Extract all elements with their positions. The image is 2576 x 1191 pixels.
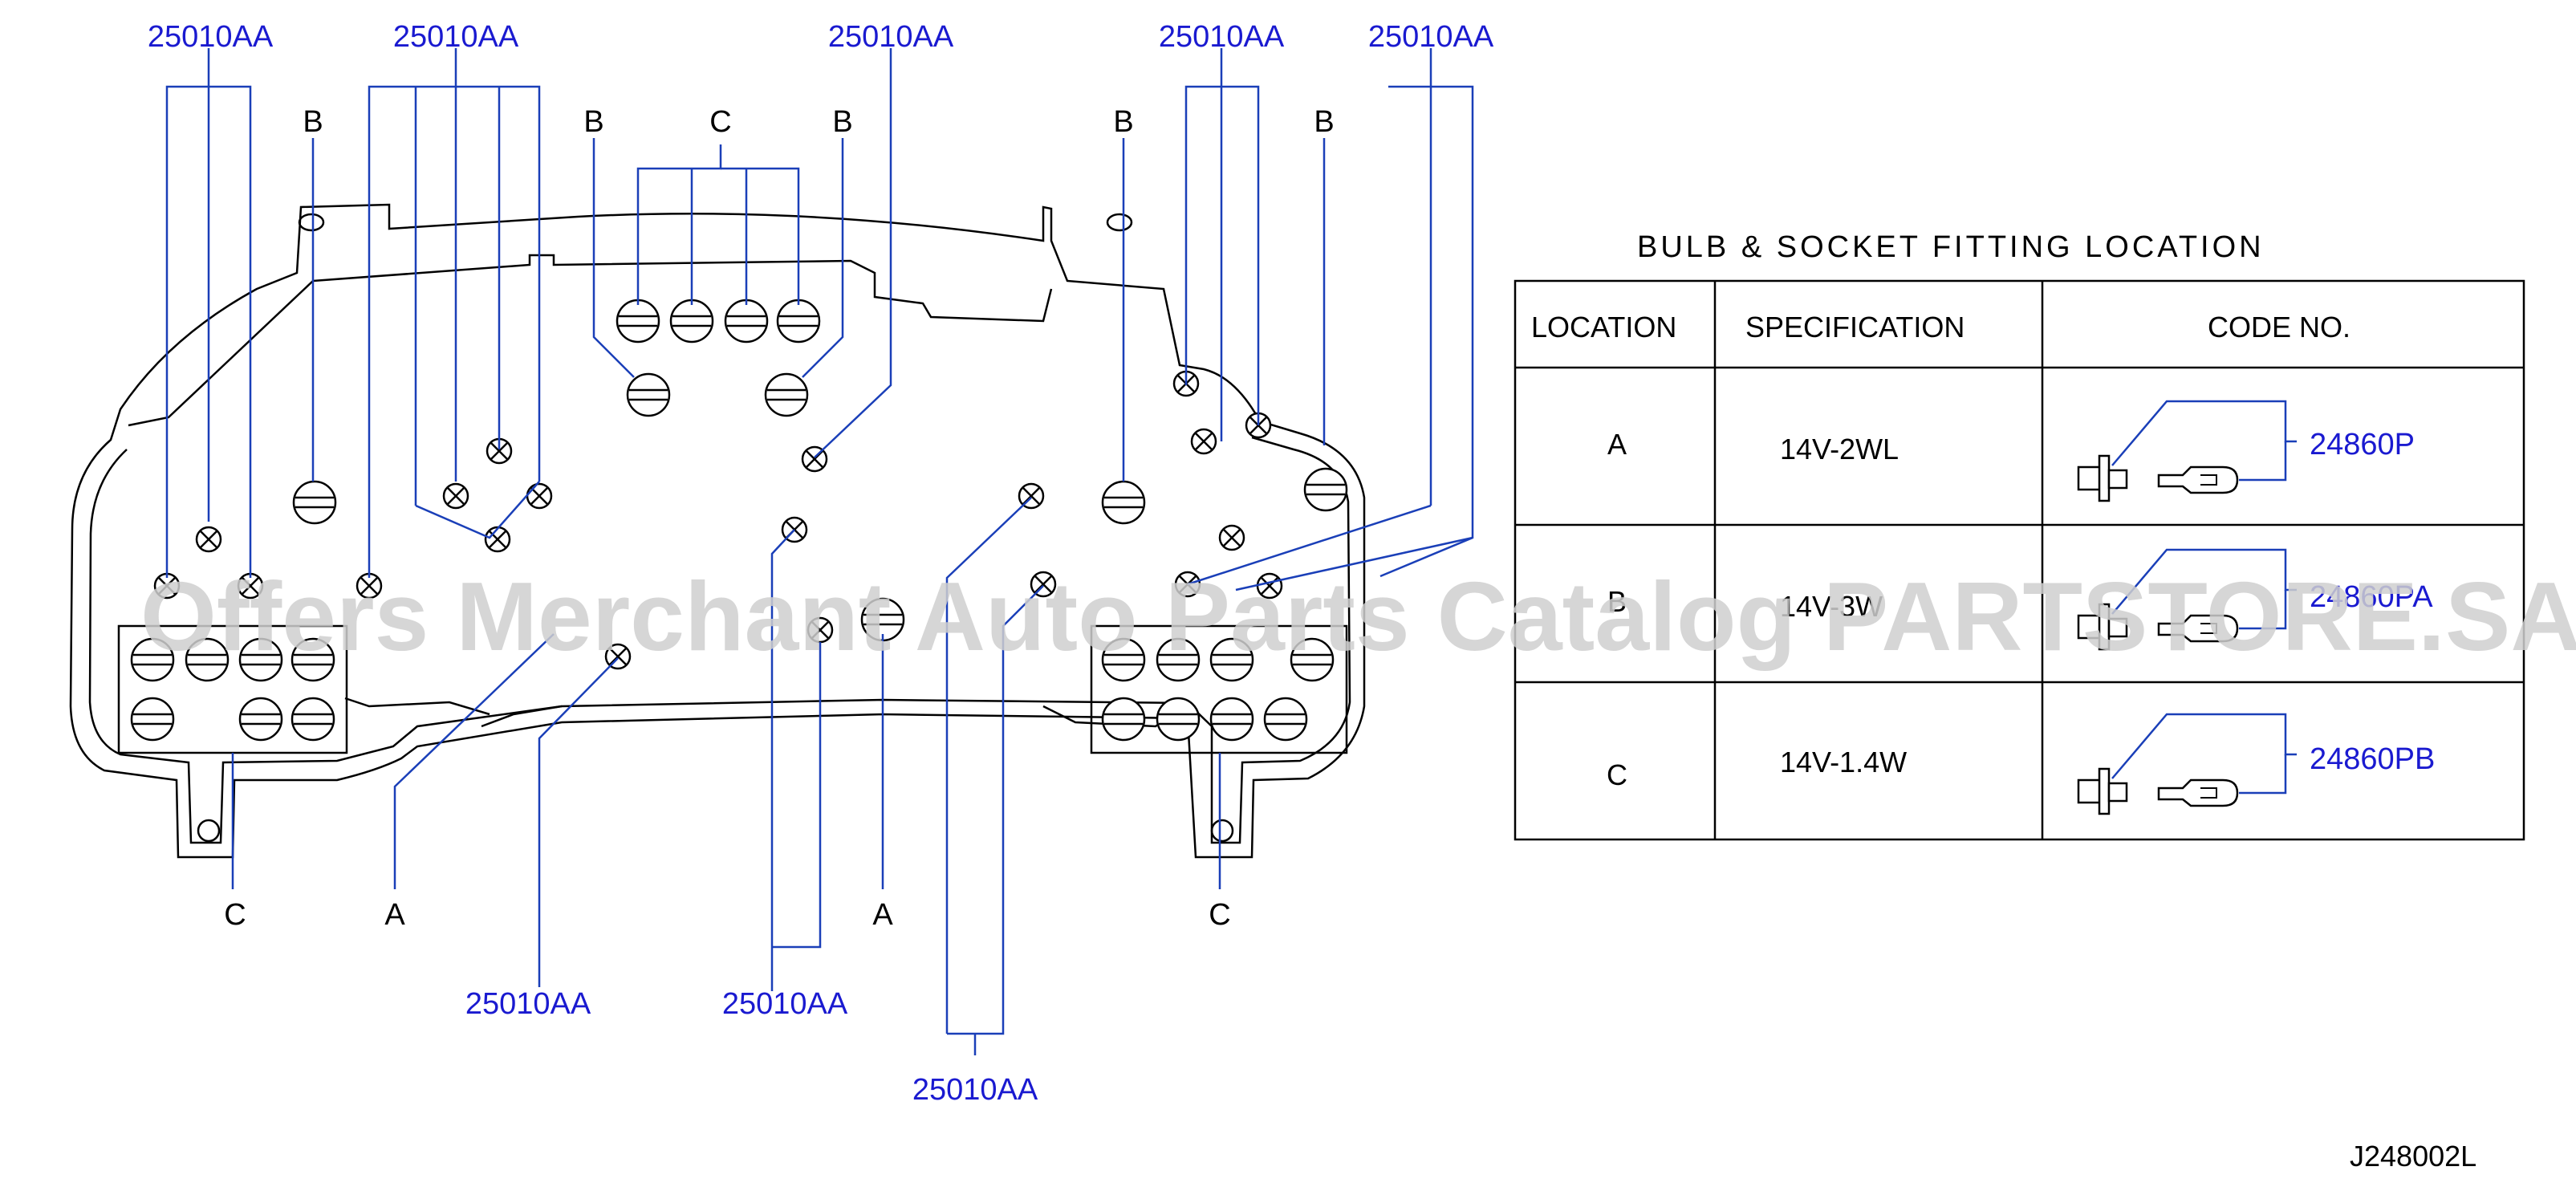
location-letter: B: [1314, 105, 1334, 139]
table-cell-spec: 14V-2WL: [1780, 433, 1899, 465]
part-reference-labels: 25010AA 25010AA 25010AA 25010AA 25010AA …: [148, 20, 1494, 1107]
location-letter: C: [1209, 898, 1230, 932]
location-letter: B: [1113, 105, 1133, 139]
socket-bulb-icon: [2077, 548, 2297, 651]
bulb-socket: [860, 597, 905, 642]
bulb-position-x: [237, 572, 264, 600]
bulb-position-x: [442, 482, 469, 510]
bulb-position-x: [484, 526, 511, 553]
bulb-socket: [238, 637, 283, 682]
watermark-text: Offers Merchant Auto Parts Catalog PARTS…: [140, 562, 2576, 671]
cluster-outline: [69, 203, 1366, 859]
bulb-socket: [1101, 480, 1146, 525]
column-header-location: LOCATION: [1531, 311, 1676, 343]
bulb-socket-table: BULB & SOCKET FITTING LOCATION LOCATION …: [1514, 230, 2525, 841]
part-ref-label: 25010AA: [465, 987, 591, 1021]
bulb-socket: [1263, 697, 1308, 742]
location-letter: A: [384, 898, 405, 932]
bulb-socket: [1303, 467, 1348, 512]
part-ref-label: 25010AA: [912, 1073, 1038, 1107]
table-cell-code: 24860PA: [2310, 580, 2433, 614]
table-title: BULB & SOCKET FITTING LOCATION: [1637, 230, 2265, 264]
bulb-position-x: [1218, 524, 1245, 551]
table-cell-location: A: [1607, 428, 1627, 461]
bulb-position-x: [1030, 571, 1057, 598]
part-ref-label: 25010AA: [1368, 20, 1494, 54]
table-cell-location: B: [1607, 585, 1627, 618]
bulb-position-x: [604, 643, 632, 670]
bulb-socket: [724, 299, 769, 343]
part-ref-label: 25010AA: [148, 20, 274, 54]
bulb-socket: [291, 637, 335, 682]
bulb-position-x: [526, 482, 553, 510]
bulb-socket: [1209, 697, 1254, 742]
part-ref-label: 25010AA: [1159, 20, 1285, 54]
bulb-socket: [669, 299, 714, 343]
location-letter: B: [832, 105, 852, 139]
location-letter: A: [872, 898, 893, 932]
table-cell-code: 24860PB: [2310, 742, 2435, 776]
bulb-position-x: [486, 437, 513, 465]
table-cell-spec: 14V-1.4W: [1780, 746, 1907, 778]
bulb-socket: [776, 299, 821, 343]
bulb-socket: [1209, 637, 1254, 682]
bulb-position-x: [1190, 428, 1217, 455]
bulb-socket: [130, 697, 175, 742]
drawing-number: J248002L: [2350, 1140, 2476, 1173]
location-letter: C: [709, 105, 731, 139]
bulb-socket: [1156, 637, 1201, 682]
bulb-socket: [292, 480, 337, 525]
bulb-socket: [1101, 697, 1146, 742]
bulb-socket: [185, 637, 230, 682]
bulb-sockets: [130, 299, 1348, 742]
bulb-socket: [626, 372, 671, 417]
location-letter: B: [303, 105, 323, 139]
leader-lines: [165, 48, 1474, 1055]
location-letter: B: [583, 105, 603, 139]
location-letter: C: [224, 898, 246, 932]
table-cell-code: 24860P: [2310, 428, 2415, 461]
bulb-socket: [764, 372, 809, 417]
table-cell-location: C: [1607, 758, 1627, 791]
bulb-socket: [291, 697, 335, 742]
part-ref-label: 25010AA: [722, 987, 848, 1021]
column-header-code: CODE NO.: [2208, 311, 2350, 343]
column-header-specification: SPECIFICATION: [1745, 311, 1965, 343]
part-ref-label: 25010AA: [393, 20, 519, 54]
socket-icons: [2077, 400, 2297, 815]
bulb-position-x: [195, 526, 222, 553]
socket-bulb-icon: [2077, 713, 2297, 815]
location-letters: B B C B B B C A A C: [224, 105, 1334, 932]
bulb-socket: [1101, 637, 1146, 682]
socket-bulb-icon: [2077, 400, 2297, 502]
bulb-socket: [1290, 637, 1335, 682]
bulb-socket: [238, 697, 283, 742]
bulb-socket: [130, 637, 175, 682]
part-ref-label: 25010AA: [828, 20, 954, 54]
bulb-positions-x: [153, 370, 1283, 670]
table-cell-spec: 14V-3W: [1780, 590, 1883, 623]
bulb-socket: [616, 299, 660, 343]
bulb-position-x: [153, 572, 181, 600]
bulb-socket: [1156, 697, 1201, 742]
